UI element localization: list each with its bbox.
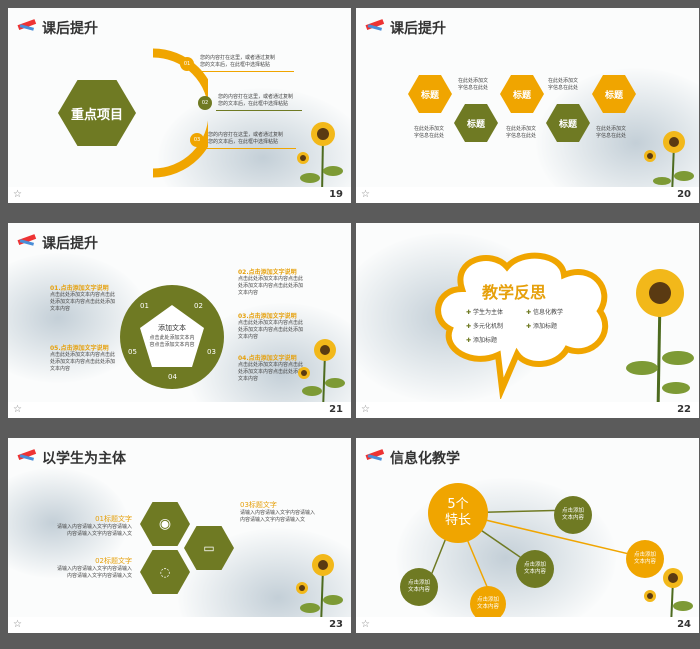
node-2: 点击添加文本内容 — [626, 540, 664, 578]
plus-icon: ✚ — [466, 337, 472, 344]
hex-title-2: 标题 — [454, 104, 498, 142]
star-icon: ☆ — [13, 619, 22, 630]
thought-cloud — [435, 252, 609, 399]
node-5: 点击添加文本内容 — [400, 568, 438, 606]
hex-users: ◉ — [140, 502, 190, 546]
slide-19[interactable]: 课后提升 重点项目 01 02 03 您的内容打在这里，或者通过复制您的文本后，… — [8, 8, 351, 203]
item-1: ✚ 学生为主体 — [466, 309, 503, 316]
left-item-2: 05.点击添加文字说明 点击此处添加文本内容点击此处添加文本内容点击此处添加文本… — [50, 345, 116, 372]
segment-04: 04 — [168, 373, 177, 381]
center-circle: 5个特长 — [428, 483, 488, 543]
block-03: 03标题文字 请输入内容请输入文字内容请输入内容请输入文字内容请输入文 — [240, 501, 316, 523]
plus-icon: ✚ — [466, 323, 472, 330]
hex-title-3: 标题 — [500, 75, 544, 113]
node-1: 点击添加文本内容 — [554, 496, 592, 534]
left-item-1: 01.点击添加文字说明 点击此处添加文本内容点击此处添加文本内容点击此处添加文本… — [50, 285, 116, 312]
star-icon: ☆ — [361, 189, 370, 200]
pencil-ruler-icon — [17, 19, 37, 31]
plus-icon: ✚ — [526, 323, 532, 330]
slide-footer: ☆ 21 — [8, 402, 351, 418]
pencil-ruler-icon — [365, 19, 385, 31]
center-title: 添加文本 — [158, 324, 186, 332]
users-icon: ◉ — [158, 516, 172, 532]
slide-footer: ☆ 20 — [356, 187, 699, 203]
desc-e: 在此处添加文字信息在此处 — [596, 126, 627, 139]
pencil-ruler-icon — [365, 449, 385, 461]
right-item-1: 02.点击添加文字说明 点击此处添加文本内容点击此处添加文本内容点击此处添加文本… — [238, 269, 304, 296]
item-3: ✚ 多元化机制 — [466, 323, 503, 330]
node-4: 点击添加文本内容 — [470, 586, 506, 622]
plus-icon: ✚ — [526, 309, 532, 316]
slide-number: 21 — [329, 404, 343, 415]
arc-connector — [152, 48, 208, 178]
right-item-3: 04.点击添加文字说明 点击此处添加文本内容点击此处添加文本内容点击此处添加文本… — [238, 355, 304, 382]
slide-number: 19 — [329, 189, 343, 200]
slide-footer: ☆ 24 — [356, 617, 699, 633]
slide-footer: ☆ 23 — [8, 617, 351, 633]
slide-title: 课后提升 — [42, 21, 98, 37]
item-5: ✚ 添加标题 — [466, 337, 497, 344]
chat-icon: ◌ — [159, 565, 171, 579]
slide-title: 信息化教学 — [390, 451, 460, 467]
slide-23[interactable]: 以学生为主体 ◉ ▭ ◌ 01标题文字 请输入内容请输入文字内容请输入内容请输入… — [8, 438, 351, 633]
watercolor-wash — [158, 88, 351, 203]
slide-21[interactable]: 课后提升 添加文本 点击此处添加文本内容点击添加文本内容 01 02 03 04… — [8, 223, 351, 418]
block-02: 02标题文字 请输入内容请输入文字内容请输入内容请输入文字内容请输入文 — [56, 557, 132, 579]
divider — [206, 148, 296, 149]
sunflower-illustration — [298, 339, 345, 411]
cloud-title: 教学反思 — [482, 283, 547, 302]
sunflower-illustration — [626, 269, 694, 413]
sunflower-illustration — [296, 554, 343, 626]
desc-b: 在此处添加文字信息在此处 — [548, 78, 579, 91]
text-block-1: 您的内容打在这里，或者通过复制您的文本后，在此框中选择粘贴 — [200, 55, 276, 68]
badge-03: 03 — [190, 133, 204, 147]
slide-number: 24 — [677, 619, 691, 630]
slide-footer: ☆ 19 — [8, 187, 351, 203]
pencil-ruler-icon — [17, 449, 37, 461]
slide-number: 22 — [677, 404, 691, 415]
block-01: 01标题文字 请输入内容请输入文字内容请输入内容请输入文字内容请输入文 — [56, 515, 132, 537]
right-item-2: 03.点击添加文字说明 点击此处添加文本内容点击此处添加文本内容点击此处添加文本… — [238, 313, 304, 340]
segment-02: 02 — [194, 302, 203, 310]
divider — [216, 110, 302, 111]
sunflower-illustration — [297, 122, 343, 196]
desc-d: 在此处添加文字信息在此处 — [506, 126, 537, 139]
badge-02: 02 — [198, 96, 212, 110]
segment-01: 01 — [140, 302, 149, 310]
item-2: ✚ 信息化教学 — [526, 309, 563, 316]
slide-title: 以学生为主体 — [42, 451, 126, 467]
star-icon: ☆ — [361, 404, 370, 415]
node-3: 点击添加文本内容 — [516, 550, 554, 588]
sunflower-illustration — [644, 568, 693, 626]
desc-a: 在此处添加文字信息在此处 — [458, 78, 489, 91]
text-block-3: 您的内容打在这里，或者通过复制您的文本后，在此框中选择粘贴 — [208, 132, 284, 145]
slide-number: 20 — [677, 189, 691, 200]
item-4: ✚ 添加标题 — [526, 323, 557, 330]
pentagon-center — [140, 305, 204, 367]
watercolor-wash — [8, 468, 128, 578]
segment-05: 05 — [128, 348, 137, 356]
slide-title: 课后提升 — [390, 21, 446, 37]
badge-01: 01 — [180, 57, 194, 71]
divider — [198, 71, 294, 72]
sunflower-illustration — [644, 131, 694, 196]
text-block-2: 您的内容打在这里，或者通过复制您的文本后，在此框中选择粘贴 — [218, 94, 294, 107]
hex-title-1: 标题 — [408, 75, 452, 113]
center-hexagon: 重点项目 — [58, 80, 136, 146]
slide-20[interactable]: 课后提升 标题 标题 标题 标题 标题 在此处添加文字信息在此处 在此处添加文字… — [356, 8, 699, 203]
plus-icon: ✚ — [466, 309, 472, 316]
star-icon: ☆ — [13, 404, 22, 415]
slide-title: 课后提升 — [42, 236, 98, 252]
slide-footer: ☆ 22 — [356, 402, 699, 418]
star-icon: ☆ — [13, 189, 22, 200]
center-desc: 点击此处添加文本内容点击添加文本内容 — [149, 335, 195, 348]
slide-24[interactable]: 信息化教学 5个特长 点击添加文本内容 点击添加文本内容 点击添加文本内容 点击… — [356, 438, 699, 633]
pencil-ruler-icon — [17, 234, 37, 246]
segment-03: 03 — [207, 348, 216, 356]
desc-c: 在此处添加文字信息在此处 — [414, 126, 445, 139]
slide-number: 23 — [329, 619, 343, 630]
star-icon: ☆ — [361, 619, 370, 630]
slide-22[interactable]: 教学反思 ✚ 学生为主体 ✚ 信息化教学 ✚ 多元化机制 ✚ 添加标题 ✚ 添加… — [356, 223, 699, 418]
monitor-icon: ▭ — [203, 541, 215, 555]
